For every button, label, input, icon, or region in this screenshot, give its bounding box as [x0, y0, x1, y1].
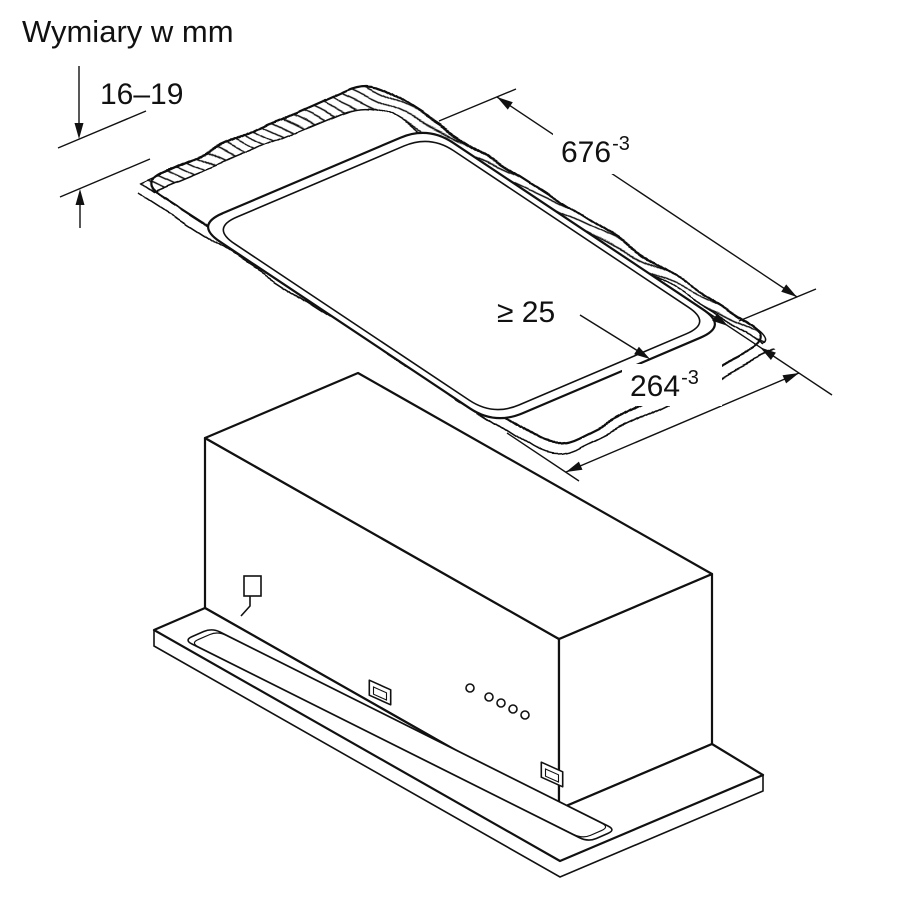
arrow-down-icon [74, 123, 84, 139]
arrow-upright-icon [782, 373, 799, 384]
extension-line-length-end [738, 288, 817, 322]
fan-button-2-icon [496, 698, 506, 708]
cutout-length-value: 676 [561, 136, 611, 169]
light-button-icon [520, 710, 530, 720]
bottom-panel-top [152, 606, 765, 863]
control-buttons [465, 683, 530, 720]
hood-isometric-view [152, 371, 765, 878]
hood-top-face [203, 371, 714, 641]
panel-thickness-label: 16–19 [100, 78, 183, 111]
cutout-width-label: 264-3 [630, 367, 699, 403]
glass-panel-outer [187, 629, 613, 841]
panel-latch-left [368, 679, 392, 706]
panel-section-hatch-band [140, 85, 770, 347]
panel-latch-left-inner [372, 686, 388, 701]
cutout-opening-outer [207, 131, 716, 420]
arrow-gap-right-icon [760, 347, 776, 360]
arrow-downright-icon [781, 284, 797, 297]
arrow-upleft-icon [497, 97, 513, 110]
page-title: Wymiary w mm [22, 14, 234, 49]
cutout-length-label: 676-3 [561, 133, 630, 169]
glass-panel-inner [193, 632, 607, 838]
dimension-line-width [565, 372, 800, 473]
arrow-gap-left-icon [712, 313, 728, 326]
dimension-panel-thickness: 16–19 [57, 66, 183, 228]
arrow-up-icon [75, 189, 85, 205]
power-connection-icon [243, 575, 262, 597]
cutout-top-view [137, 84, 778, 456]
cutout-length-tolerance: -3 [612, 133, 630, 155]
arrow-downleft-icon [566, 461, 583, 472]
label-backing [553, 130, 653, 174]
power-cord-line [240, 596, 251, 617]
extension-line-width-start [506, 432, 580, 482]
dimension-cutout-length: 676-3 [438, 88, 817, 322]
fan-button-3-icon [508, 704, 518, 714]
extension-line-bottom-surface [59, 158, 151, 198]
cutout-width-value: 264 [630, 370, 680, 403]
cutout-width-tolerance: -3 [681, 367, 699, 389]
label-backing [622, 364, 722, 406]
min-clearance-label: ≥ 25 [497, 296, 555, 329]
panel-thickness-edge [137, 192, 778, 456]
extension-line-length-start [438, 88, 517, 122]
panel-latch-right [540, 761, 564, 788]
dimension-min-clearance: ≥ 25 [497, 296, 833, 396]
dimension-cutout-width: 264-3 [506, 364, 800, 482]
clearance-measure-line [685, 297, 833, 396]
power-button-icon [465, 683, 475, 693]
cutout-opening-inner [222, 140, 701, 411]
extension-line-top-surface [57, 110, 147, 149]
dimension-line-length [496, 96, 798, 298]
fan-button-1-icon [484, 692, 494, 702]
clearance-leader-line [579, 314, 639, 352]
bottom-panel-thickness [153, 630, 764, 878]
arrow-leader-icon [634, 346, 650, 359]
panel-latch-right-inner [544, 768, 560, 783]
